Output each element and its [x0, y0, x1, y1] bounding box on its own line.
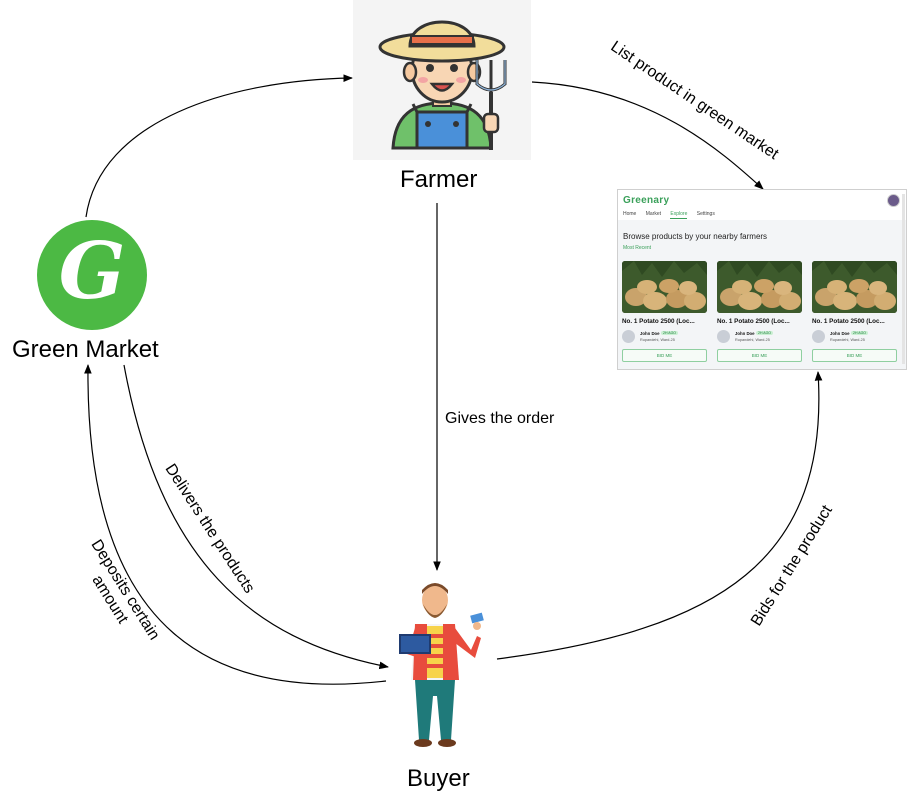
product-card[interactable]: No. 1 Potato 2500 (Loc... John Doe 2H AG… [622, 261, 707, 366]
nav-market[interactable]: Market [645, 211, 662, 217]
browse-heading: Browse products by your nearby farmers [623, 232, 768, 241]
product-card[interactable]: No. 1 Potato 2500 (Loc... John Doe 2H AG… [717, 261, 802, 366]
nav-settings[interactable]: Settings [696, 211, 715, 217]
bid-button[interactable]: BID ME [812, 349, 897, 362]
green-market-label: Green Market [12, 336, 159, 363]
user-avatar[interactable] [887, 194, 900, 207]
product-card[interactable]: No. 1 Potato 2500 (Loc... John Doe 2H AG… [812, 261, 897, 366]
bid-button[interactable]: BID ME [622, 349, 707, 362]
green-market-logo: G [37, 220, 147, 330]
edge-delivers [123, 364, 389, 670]
seller-avatar [812, 330, 825, 343]
product-title: No. 1 Potato 2500 (Loc... [717, 318, 790, 325]
seller-name: John Doe [830, 331, 850, 336]
seller-avatar [622, 330, 635, 343]
seller-name: John Doe [735, 331, 755, 336]
seller-location: Rupandehi, Ward-25 [640, 338, 675, 342]
app-brand: Greenary [623, 195, 670, 206]
product-title: No. 1 Potato 2500 (Loc... [812, 318, 885, 325]
seller-avatar [717, 330, 730, 343]
time-badge: 2H AGO [661, 331, 679, 335]
nav-home[interactable]: Home [623, 211, 637, 217]
edge-bids [496, 371, 823, 660]
potato-image [812, 261, 897, 313]
time-badge: 2H AGO [756, 331, 774, 335]
seller-name: John Doe [640, 331, 660, 336]
edge-deposits [84, 364, 387, 685]
time-badge: 2H AGO [851, 331, 869, 335]
most-recent-label[interactable]: Most Recent [623, 245, 652, 251]
edge-list-product [531, 81, 764, 190]
farmer-icon [353, 0, 531, 160]
app-nav: Home Market Explore Settings [623, 211, 723, 219]
buyer-icon [399, 583, 484, 747]
scrollbar[interactable] [902, 194, 905, 364]
farmer-label: Farmer [400, 166, 478, 193]
edge-label-gives-order: Gives the order [445, 410, 555, 427]
bid-button[interactable]: BID ME [717, 349, 802, 362]
greenary-app-screenshot: Greenary Home Market Explore Settings Br… [617, 189, 907, 370]
nav-explore[interactable]: Explore [670, 211, 688, 219]
seller-location: Rupandehi, Ward-25 [735, 338, 770, 342]
potato-image [717, 261, 802, 313]
buyer-label: Buyer [407, 765, 470, 792]
logo-letter: G [58, 226, 126, 317]
product-title: No. 1 Potato 2500 (Loc... [622, 318, 695, 325]
edge-market-to-farmer [85, 74, 353, 218]
seller-location: Rupandehi, Ward-25 [830, 338, 865, 342]
potato-image [622, 261, 707, 313]
app-topbar [618, 190, 906, 220]
